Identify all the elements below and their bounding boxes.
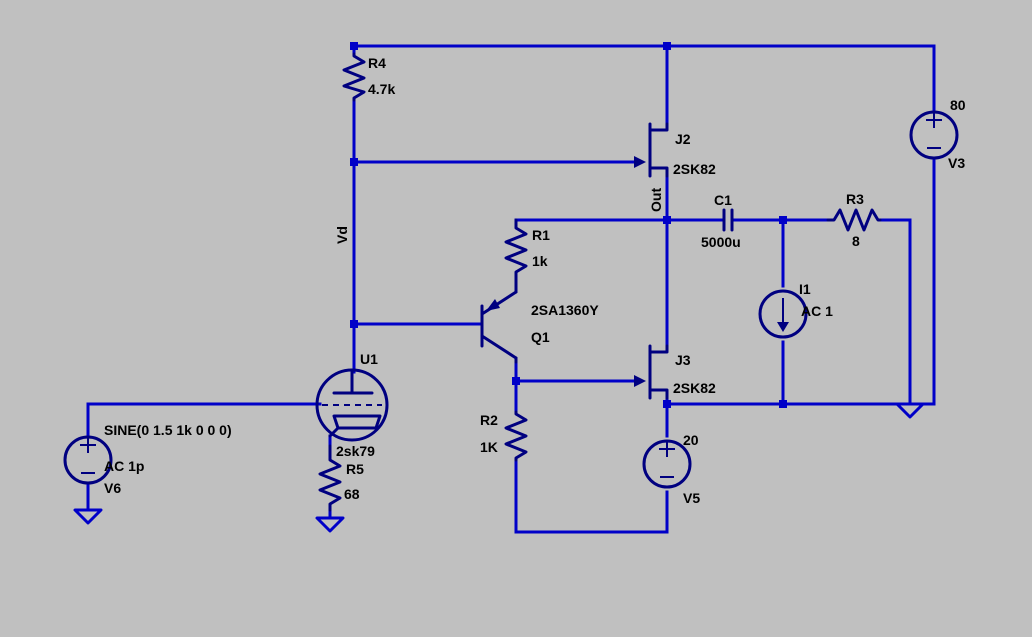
junction-dots bbox=[350, 42, 787, 408]
q1-emitter-arrow-icon bbox=[486, 299, 500, 311]
ground-icon bbox=[315, 516, 345, 533]
tube-u1[interactable]: U1 2sk79 bbox=[315, 351, 389, 459]
resistor-r4[interactable]: R4 4.7k bbox=[342, 52, 395, 102]
r3-name: R3 bbox=[846, 191, 864, 207]
resistor-r3[interactable]: R3 8 bbox=[826, 191, 882, 249]
resistor-r1[interactable]: R1 1k bbox=[504, 218, 550, 278]
resistor-r5[interactable]: R5 68 bbox=[318, 444, 364, 512]
ground-icon bbox=[895, 402, 925, 419]
r2-name: R2 bbox=[480, 412, 498, 428]
current-source-i1[interactable]: I1 AC 1 bbox=[758, 281, 833, 339]
net-label-vd: Vd bbox=[334, 226, 350, 244]
r4-value: 4.7k bbox=[368, 81, 395, 97]
r3-value: 8 bbox=[852, 233, 860, 249]
r2-value: 1K bbox=[480, 439, 498, 455]
r5-value: 68 bbox=[344, 486, 360, 502]
v3-value: 80 bbox=[950, 97, 966, 113]
j3-model: 2SK82 bbox=[673, 380, 716, 396]
i1-value: AC 1 bbox=[801, 303, 833, 319]
j3-gate-arrow-icon bbox=[634, 375, 646, 387]
i1-arrow-icon bbox=[777, 322, 789, 332]
r1-name: R1 bbox=[532, 227, 550, 243]
j3-name: J3 bbox=[675, 352, 691, 368]
u1-name: U1 bbox=[360, 351, 378, 367]
q1-name: Q1 bbox=[531, 329, 550, 345]
c1-value: 5000u bbox=[701, 234, 741, 250]
r5-name: R5 bbox=[346, 461, 364, 477]
r1-value: 1k bbox=[532, 253, 548, 269]
q1-model: 2SA1360Y bbox=[531, 302, 599, 318]
v3-name: V3 bbox=[948, 155, 965, 171]
ground-icon bbox=[73, 508, 103, 525]
jfet-j3[interactable]: J3 2SK82 bbox=[634, 344, 716, 400]
net-label-out: Out bbox=[648, 188, 664, 212]
j2-model: 2SK82 bbox=[673, 161, 716, 177]
u1-model: 2sk79 bbox=[336, 443, 375, 459]
v6-ac: AC 1p bbox=[104, 458, 144, 474]
v5-value: 20 bbox=[683, 432, 699, 448]
i1-name: I1 bbox=[799, 281, 811, 297]
capacitor-c1[interactable]: C1 5000u bbox=[701, 192, 741, 250]
resistor-r2[interactable]: R2 1K bbox=[480, 410, 528, 462]
voltage-source-v3[interactable]: 80 V3 bbox=[909, 97, 966, 171]
wires bbox=[86, 44, 936, 534]
r4-name: R4 bbox=[368, 55, 386, 71]
v6-name: V6 bbox=[104, 480, 121, 496]
j2-name: J2 bbox=[675, 131, 691, 147]
v5-name: V5 bbox=[683, 490, 700, 506]
v6-value: SINE(0 1.5 1k 0 0 0) bbox=[104, 422, 232, 438]
transistor-q1[interactable]: 2SA1360Y Q1 bbox=[480, 274, 599, 364]
voltage-source-v5[interactable]: 20 V5 bbox=[642, 432, 700, 506]
jfet-j2[interactable]: J2 2SK82 bbox=[634, 122, 716, 178]
j2-gate-arrow-icon bbox=[634, 156, 646, 168]
voltage-source-v6[interactable]: SINE(0 1.5 1k 0 0 0) AC 1p V6 bbox=[63, 422, 232, 496]
c1-name: C1 bbox=[714, 192, 732, 208]
